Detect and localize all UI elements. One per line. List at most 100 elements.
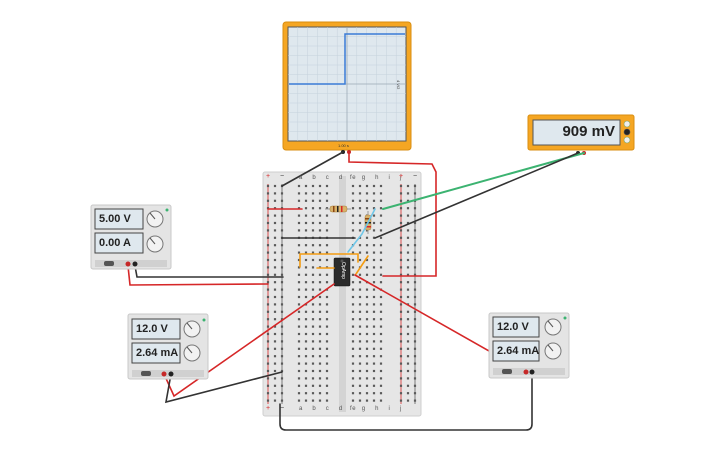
breadboard-hole[interactable] — [297, 221, 301, 225]
breadboard-hole[interactable] — [351, 318, 355, 321]
breadboard-hole[interactable] — [318, 310, 322, 313]
breadboard-hole[interactable] — [372, 332, 376, 336]
breadboard-hole[interactable] — [266, 244, 270, 247]
breadboard-hole[interactable] — [413, 266, 417, 269]
breadboard-hole[interactable] — [280, 325, 284, 328]
breadboard-hole[interactable] — [311, 244, 315, 247]
breadboard-hole[interactable] — [273, 310, 277, 313]
breadboard-hole[interactable] — [280, 214, 284, 217]
breadboard-hole[interactable] — [379, 384, 383, 387]
breadboard-hole[interactable] — [413, 192, 417, 195]
breadboard-hole[interactable] — [304, 214, 308, 217]
breadboard-hole[interactable] — [325, 214, 329, 217]
breadboard-hole[interactable] — [358, 221, 362, 225]
breadboard-hole[interactable] — [325, 251, 329, 254]
breadboard-hole[interactable] — [372, 347, 376, 350]
breadboard-hole[interactable] — [351, 207, 355, 210]
breadboard-hole[interactable] — [304, 229, 308, 232]
breadboard-hole[interactable] — [318, 362, 322, 365]
breadboard-hole[interactable] — [280, 229, 284, 232]
breadboard-hole[interactable] — [273, 184, 277, 188]
breadboard-hole[interactable] — [318, 221, 322, 225]
breadboard-hole[interactable] — [351, 273, 355, 276]
breadboard-hole[interactable] — [280, 258, 284, 262]
breadboard-hole[interactable] — [365, 295, 369, 299]
breadboard-hole[interactable] — [273, 199, 277, 202]
breadboard-hole[interactable] — [372, 303, 376, 306]
breadboard-hole[interactable] — [358, 273, 362, 276]
breadboard-hole[interactable] — [372, 392, 376, 395]
breadboard-hole[interactable] — [406, 236, 410, 239]
breadboard-hole[interactable] — [273, 347, 277, 350]
breadboard-hole[interactable] — [379, 325, 383, 328]
breadboard-hole[interactable] — [266, 303, 270, 306]
breadboard-hole[interactable] — [311, 362, 315, 365]
breadboard-hole[interactable] — [372, 184, 376, 188]
breadboard-hole[interactable] — [280, 318, 284, 321]
breadboard-hole[interactable] — [379, 310, 383, 313]
breadboard-hole[interactable] — [280, 221, 284, 225]
breadboard-hole[interactable] — [372, 207, 376, 210]
breadboard-hole[interactable] — [311, 384, 315, 387]
multimeter-port-com[interactable] — [623, 136, 631, 144]
breadboard-hole[interactable] — [399, 207, 403, 210]
breadboard-hole[interactable] — [273, 303, 277, 306]
breadboard-hole[interactable] — [318, 340, 322, 343]
breadboard-hole[interactable] — [273, 251, 277, 254]
breadboard-hole[interactable] — [358, 399, 362, 402]
breadboard-hole[interactable] — [266, 273, 270, 276]
breadboard-hole[interactable] — [311, 192, 315, 195]
breadboard-hole[interactable] — [266, 332, 270, 336]
breadboard-hole[interactable] — [304, 369, 308, 373]
breadboard-hole[interactable] — [365, 399, 369, 402]
breadboard-hole[interactable] — [318, 318, 322, 321]
breadboard-hole[interactable] — [297, 355, 301, 358]
breadboard-hole[interactable] — [273, 266, 277, 269]
breadboard-hole[interactable] — [318, 392, 322, 395]
breadboard-hole[interactable] — [406, 369, 410, 373]
multimeter-port-v[interactable] — [623, 128, 631, 136]
breadboard-hole[interactable] — [379, 207, 383, 210]
breadboard-hole[interactable] — [413, 355, 417, 358]
breadboard-hole[interactable] — [413, 377, 417, 380]
breadboard-hole[interactable] — [304, 273, 308, 276]
breadboard-hole[interactable] — [358, 318, 362, 321]
breadboard-hole[interactable] — [365, 318, 369, 321]
breadboard-hole[interactable] — [304, 399, 308, 402]
breadboard-hole[interactable] — [318, 347, 322, 350]
breadboard-hole[interactable] — [413, 258, 417, 262]
breadboard-hole[interactable] — [280, 244, 284, 247]
breadboard-hole[interactable] — [273, 192, 277, 195]
breadboard-hole[interactable] — [311, 347, 315, 350]
breadboard-hole[interactable] — [358, 325, 362, 328]
breadboard-hole[interactable] — [399, 288, 403, 291]
breadboard-hole[interactable] — [406, 325, 410, 328]
breadboard-hole[interactable] — [304, 281, 308, 284]
breadboard-hole[interactable] — [358, 251, 362, 254]
breadboard-hole[interactable] — [266, 399, 270, 402]
breadboard-hole[interactable] — [266, 362, 270, 365]
breadboard-hole[interactable] — [325, 347, 329, 350]
breadboard-hole[interactable] — [311, 214, 315, 217]
breadboard-hole[interactable] — [413, 310, 417, 313]
breadboard-hole[interactable] — [304, 244, 308, 247]
breadboard-hole[interactable] — [318, 332, 322, 336]
breadboard-hole[interactable] — [399, 295, 403, 299]
breadboard-hole[interactable] — [318, 244, 322, 247]
breadboard-hole[interactable] — [413, 325, 417, 328]
breadboard-hole[interactable] — [379, 214, 383, 217]
breadboard-hole[interactable] — [399, 266, 403, 269]
breadboard-hole[interactable] — [351, 347, 355, 350]
breadboard-hole[interactable] — [406, 207, 410, 210]
breadboard-hole[interactable] — [406, 251, 410, 254]
breadboard-hole[interactable] — [413, 221, 417, 225]
breadboard-hole[interactable] — [372, 377, 376, 380]
breadboard-hole[interactable] — [311, 392, 315, 395]
breadboard-hole[interactable] — [358, 340, 362, 343]
breadboard-hole[interactable] — [399, 214, 403, 217]
breadboard-hole[interactable] — [406, 214, 410, 217]
breadboard-hole[interactable] — [372, 236, 376, 239]
breadboard-hole[interactable] — [399, 362, 403, 365]
breadboard-hole[interactable] — [365, 369, 369, 373]
breadboard-hole[interactable] — [413, 392, 417, 395]
